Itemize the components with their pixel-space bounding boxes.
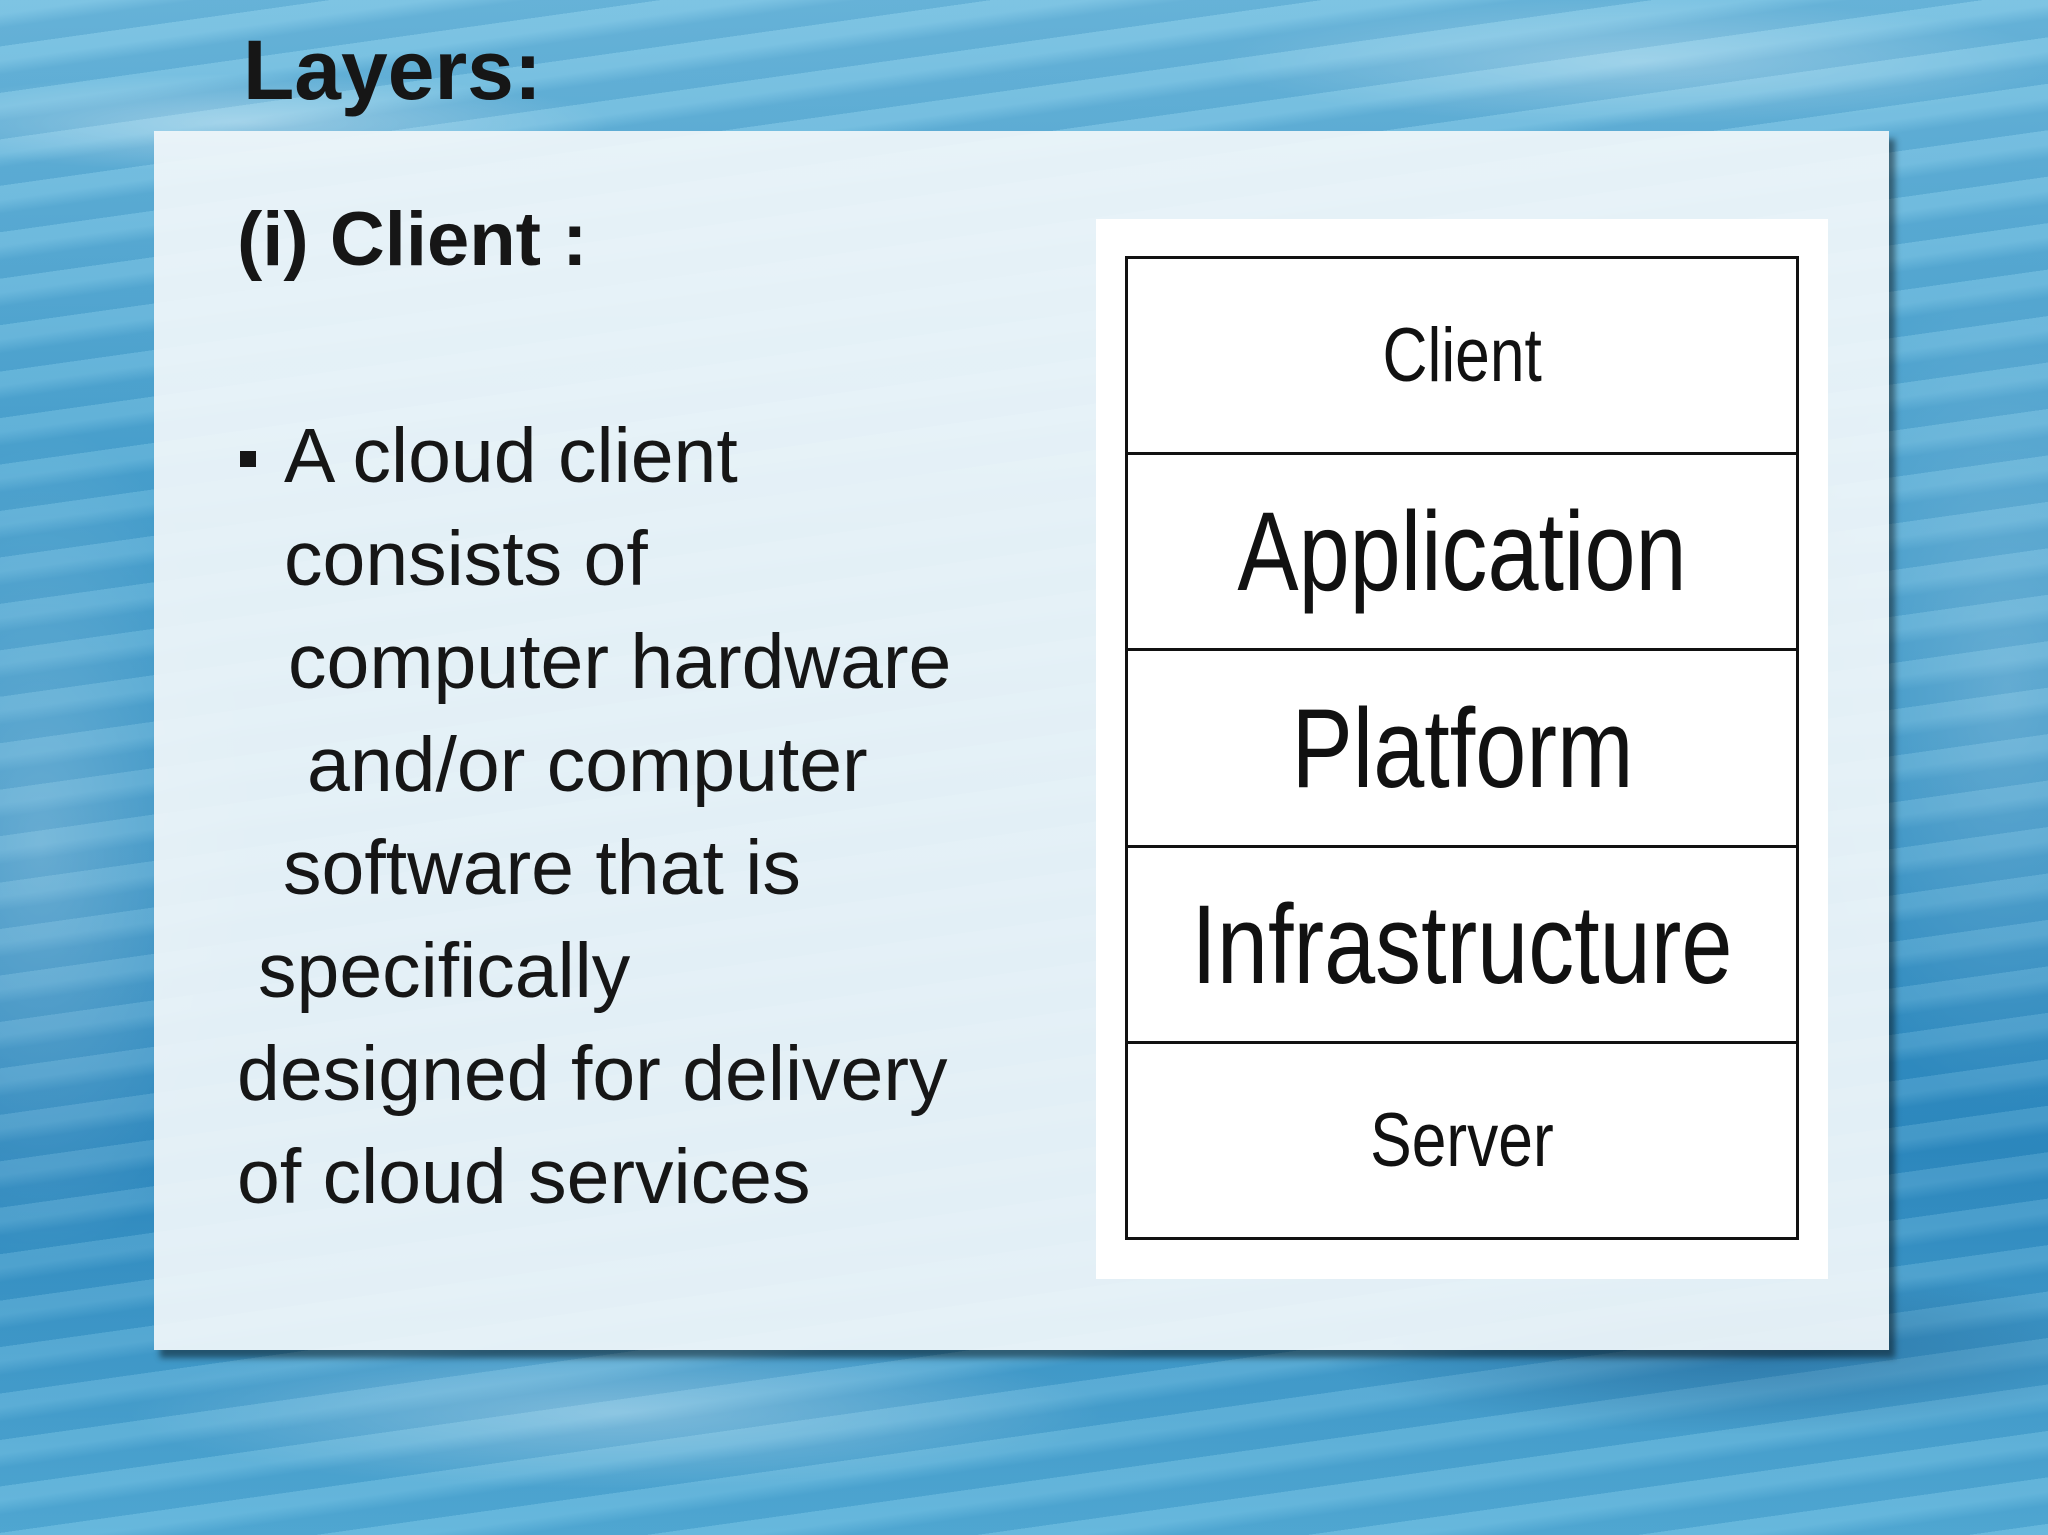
bullet-line: designed for delivery bbox=[237, 1031, 948, 1117]
layer-client: Client bbox=[1128, 259, 1796, 452]
layer-label: Client bbox=[1382, 313, 1542, 399]
layer-diagram: Client Application Platform Infrastructu… bbox=[1096, 219, 1828, 1279]
slide-title: Layers: bbox=[243, 23, 542, 117]
layer-label: Application bbox=[1237, 489, 1687, 615]
bullet-line: A cloud client bbox=[284, 413, 738, 499]
section-heading: (i) Client : bbox=[237, 197, 588, 282]
bullet-text: A cloud client consists of computer hard… bbox=[154, 131, 1889, 1350]
layer-label: Platform bbox=[1291, 685, 1633, 811]
layer-platform: Platform bbox=[1128, 648, 1796, 844]
bullet-line: of cloud services bbox=[237, 1134, 811, 1220]
layer-label: Server bbox=[1370, 1097, 1554, 1183]
bullet-line: and/or computer bbox=[307, 722, 868, 808]
layer-stack: Client Application Platform Infrastructu… bbox=[1125, 256, 1799, 1240]
bullet-line: specifically bbox=[258, 928, 631, 1014]
bullet-line: consists of bbox=[284, 516, 648, 602]
layer-server: Server bbox=[1128, 1040, 1796, 1237]
content-panel: (i) Client : A cloud client consists of … bbox=[154, 131, 1889, 1350]
layer-infrastructure: Infrastructure bbox=[1128, 844, 1796, 1041]
layer-application: Application bbox=[1128, 452, 1796, 648]
bullet-line: software that is bbox=[283, 825, 801, 911]
bullet-square-icon bbox=[240, 451, 256, 467]
layer-label: Infrastructure bbox=[1191, 881, 1733, 1007]
bullet-line: computer hardware bbox=[288, 619, 952, 705]
